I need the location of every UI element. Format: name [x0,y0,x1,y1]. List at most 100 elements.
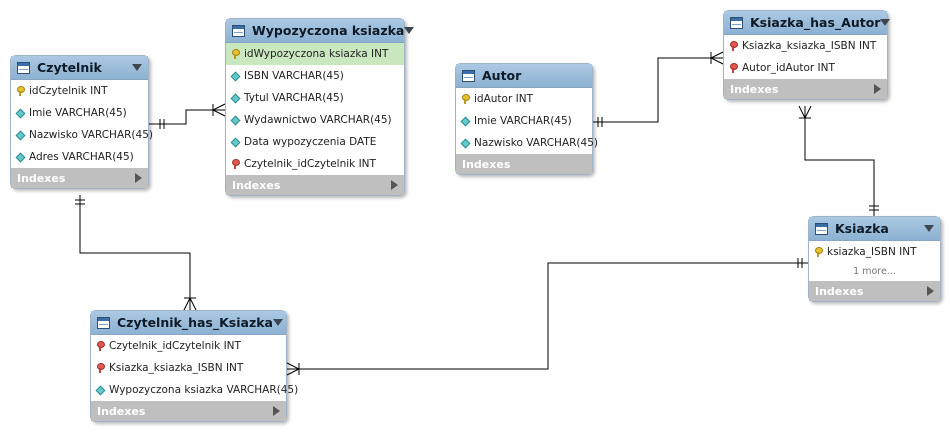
attribute-icon [16,108,25,118]
foreign-key-icon [231,159,240,169]
column-row[interactable]: Nazwisko VARCHAR(45) [11,124,153,146]
entity-autor[interactable]: Autor idAutor INT Imie VARCHAR(45) Nazwi… [455,63,598,175]
attribute-icon [16,152,25,162]
expand-arrow-icon[interactable] [273,406,280,416]
table-icon [17,61,30,74]
indexes-label: Indexes [815,284,864,298]
entity-header[interactable]: Wypozyczona ksiazka [226,19,415,43]
expand-arrow-icon[interactable] [927,286,934,296]
entity-ksiazka[interactable]: Ksiazka ksiazka_ISBN INT 1 more... Index… [808,216,941,302]
indexes-section[interactable]: Indexes [226,175,404,195]
attribute-icon [16,130,25,140]
foreign-key-icon [96,341,105,351]
column-label: Wypozyczona ksiazka VARCHAR(45) [109,384,299,396]
column-label: Adres VARCHAR(45) [29,151,134,163]
column-label: Nazwisko VARCHAR(45) [474,137,598,149]
entity-title: Czytelnik [37,60,102,75]
column-label: Ksiazka_ksiazka_ISBN INT [109,362,244,374]
table-icon [730,16,743,29]
dropdown-arrow-icon[interactable] [272,319,283,326]
column-label: idAutor INT [474,93,533,105]
entity-header[interactable]: Czytelnik [11,56,148,80]
column-label: Autor_idAutor INT [742,62,835,74]
expand-arrow-icon[interactable] [874,84,881,94]
column-row[interactable]: Tytul VARCHAR(45) [226,87,404,109]
dropdown-arrow-icon[interactable] [880,19,891,26]
column-label: Imie VARCHAR(45) [29,107,127,119]
entity-wypozyczona-ksiazka[interactable]: Wypozyczona ksiazka idWypozyczona ksiazk… [225,18,415,196]
rel-czytelnik-has-ksiazka [79,195,191,310]
column-label: idWypozyczona ksiazka INT [244,48,389,60]
indexes-label: Indexes [232,178,281,192]
entity-header[interactable]: Autor [456,64,592,88]
indexes-section[interactable]: Indexes [91,401,286,421]
column-row[interactable]: Ksiazka_ksiazka_ISBN INT [91,357,286,379]
expand-arrow-icon[interactable] [135,173,142,183]
column-row[interactable]: Wypozyczona ksiazka VARCHAR(45) [91,379,298,401]
foreign-key-icon [96,363,105,373]
indexes-section[interactable]: Indexes [809,281,940,301]
rel-czytelnik-wypozyczona [149,109,225,125]
column-label: idCzytelnik INT [29,85,108,97]
column-row[interactable]: Adres VARCHAR(45) [11,146,148,168]
entity-title: Ksiazka_has_Autor [750,15,881,30]
more-columns-link[interactable]: 1 more... [853,266,896,277]
attribute-icon [231,137,240,147]
rel-ksiazka-ksiazka-has-autor [804,106,875,216]
column-row-selected[interactable]: idWypozyczona ksiazka INT [226,43,404,65]
foreign-key-icon [729,41,738,51]
column-row[interactable]: Czytelnik_idCzytelnik INT [226,153,404,175]
attribute-icon [231,115,240,125]
table-icon [97,316,110,329]
attribute-icon [461,138,470,148]
column-row[interactable]: ksiazka_ISBN INT [809,241,940,263]
column-row[interactable]: idCzytelnik INT [11,80,148,102]
indexes-label: Indexes [97,404,146,418]
column-label: Czytelnik_idCzytelnik INT [109,340,241,352]
column-label: ISBN VARCHAR(45) [244,70,344,82]
indexes-label: Indexes [17,171,66,185]
entity-title: Ksiazka [835,221,889,236]
entity-czytelnik-has-ksiazka[interactable]: Czytelnik_has_Ksiazka Czytelnik_idCzytel… [90,310,298,422]
column-label: Nazwisko VARCHAR(45) [29,129,153,141]
entity-title: Czytelnik_has_Ksiazka [117,315,273,330]
primary-key-icon [814,247,823,257]
indexes-section[interactable]: Indexes [11,168,148,188]
column-label: Tytul VARCHAR(45) [244,92,344,104]
indexes-label: Indexes [462,157,511,171]
rel-ksiazka-czytelnik-has-ksiazka [287,262,808,370]
entity-ksiazka-has-autor[interactable]: Ksiazka_has_Autor Ksiazka_ksiazka_ISBN I… [723,10,891,100]
column-label: Data wypozyczenia DATE [244,136,377,148]
expand-arrow-icon[interactable] [391,180,398,190]
attribute-icon [461,116,470,126]
entity-title: Autor [482,68,522,83]
column-label: Czytelnik_idCzytelnik INT [244,158,376,170]
column-row[interactable]: Wydawnictwo VARCHAR(45) [226,109,404,131]
entity-header[interactable]: Czytelnik_has_Ksiazka [91,311,286,335]
dropdown-arrow-icon[interactable] [924,225,934,232]
table-icon [232,24,245,37]
column-row[interactable]: Imie VARCHAR(45) [11,102,148,124]
column-row[interactable]: Imie VARCHAR(45) [456,110,592,132]
column-row[interactable]: Ksiazka_ksiazka_ISBN INT [724,35,887,57]
column-row[interactable]: Autor_idAutor INT [724,57,887,79]
indexes-label: Indexes [730,82,779,96]
dropdown-arrow-icon[interactable] [404,27,415,34]
indexes-section[interactable]: Indexes [456,154,592,174]
primary-key-icon [461,94,470,104]
dropdown-arrow-icon[interactable] [132,64,142,71]
table-icon [462,69,475,82]
column-row[interactable]: Czytelnik_idCzytelnik INT [91,335,286,357]
column-row[interactable]: ISBN VARCHAR(45) [226,65,404,87]
entity-header[interactable]: Ksiazka_has_Autor [724,11,891,35]
column-label: ksiazka_ISBN INT [827,246,917,258]
column-row[interactable]: idAutor INT [456,88,592,110]
entity-title: Wypozyczona ksiazka [252,23,405,38]
attribute-icon [231,93,240,103]
column-label: Ksiazka_ksiazka_ISBN INT [742,40,877,52]
entity-header[interactable]: Ksiazka [809,217,940,241]
column-row[interactable]: Nazwisko VARCHAR(45) [456,132,598,154]
column-row[interactable]: Data wypozyczenia DATE [226,131,404,153]
entity-czytelnik[interactable]: Czytelnik idCzytelnik INT Imie VARCHAR(4… [10,55,153,189]
indexes-section[interactable]: Indexes [724,79,887,99]
